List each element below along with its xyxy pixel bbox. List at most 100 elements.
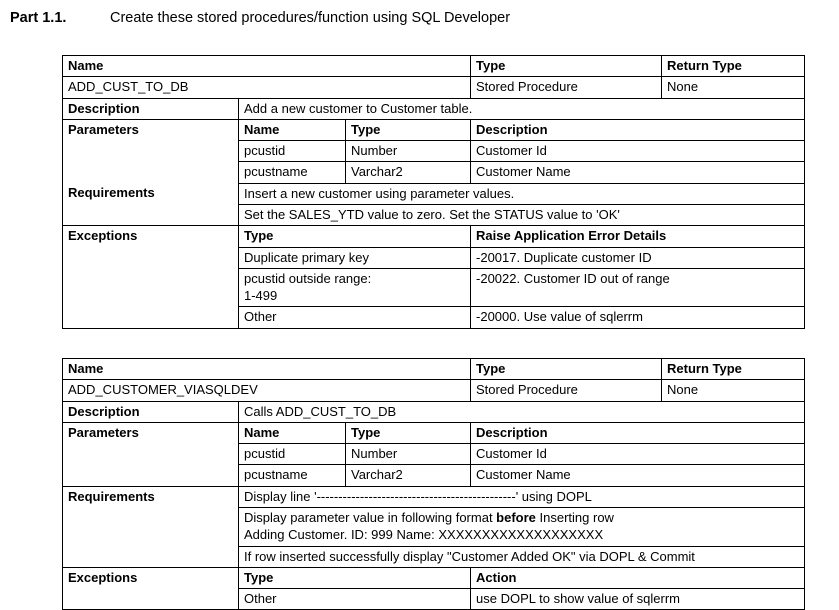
requirements-line: Set the SALES_YTD value to zero. Set the…	[237, 203, 806, 227]
exception-type: Other	[237, 588, 472, 610]
table-row: Description Calls ADD_CUST_TO_DB	[62, 400, 806, 423]
parameters-header-description: Description	[470, 421, 806, 445]
exceptions-header-type: Type	[237, 225, 472, 248]
table-row: Name Type Return Type	[61, 357, 806, 381]
table-row: Requirements Insert a new customer using…	[62, 182, 806, 205]
heading-part-label: Part 1.1.	[10, 10, 67, 26]
exception-type: Duplicate primary key	[237, 246, 472, 269]
table-row: Requirements Display line '-------------…	[62, 485, 806, 508]
header-type-label: Type	[470, 54, 663, 78]
spec-table-add-cust-to-db: Name Type Return Type ADD_CUST_TO_DB Sto…	[61, 54, 806, 329]
exception-action: -20022. Customer ID out of range	[470, 267, 806, 308]
header-return-type-label: Return Type	[661, 54, 806, 78]
header-return-type-label: Return Type	[661, 357, 806, 381]
table-row: pcustname Varchar2 Customer Name	[62, 161, 806, 184]
parameters-header-type: Type	[344, 118, 472, 142]
parameter-type: Number	[344, 140, 472, 163]
requirements-line-example: Adding Customer. ID: 999 Name: XXXXXXXXX…	[244, 527, 604, 543]
table-row: Name Type Return Type	[61, 54, 806, 78]
parameters-header-description: Description	[470, 118, 806, 142]
exception-type-line2: 1-499	[244, 288, 278, 304]
exceptions-label: Exceptions	[62, 225, 239, 248]
exceptions-label-spacer	[62, 306, 239, 329]
header-type-label: Type	[470, 357, 663, 381]
requirements-label-spacer	[62, 507, 239, 547]
exceptions-header-action: Raise Application Error Details	[470, 225, 806, 248]
requirements-line-format: Display parameter value in following for…	[244, 509, 799, 526]
parameters-label: Parameters	[62, 118, 239, 141]
table-row: Other use DOPL to show value of sqlerrm	[62, 588, 806, 610]
requirements-text-emphasis: before	[496, 509, 536, 525]
requirements-label: Requirements	[62, 485, 239, 508]
table-row: Display parameter value in following for…	[62, 506, 806, 547]
page-title: Create these stored procedures/function …	[110, 10, 511, 26]
parameter-description: Customer Id	[470, 140, 806, 163]
requirements-text-post: Inserting row	[535, 509, 614, 525]
requirements-label-spacer	[62, 546, 239, 568]
page-heading: Part 1.1. Create these stored procedures…	[10, 10, 830, 34]
table-row: If row inserted successfully display "Cu…	[62, 545, 806, 568]
requirements-line: If row inserted successfully display "Cu…	[237, 545, 806, 568]
summary-type-value: Stored Procedure	[470, 76, 663, 99]
requirements-line: Display parameter value in following for…	[237, 506, 806, 547]
parameters-label-spacer	[62, 464, 239, 487]
exceptions-label-spacer	[62, 268, 239, 307]
spec-table-add-customer-viasqldev: Name Type Return Type ADD_CUSTOMER_VIASQ…	[61, 357, 806, 610]
exception-action: use DOPL to show value of sqlerrm	[470, 588, 806, 610]
parameters-label-spacer	[62, 140, 239, 162]
table-row: Duplicate primary key -20017. Duplicate …	[62, 246, 806, 269]
table-row: Other -20000. Use value of sqlerrm	[62, 306, 806, 329]
parameters-header-name: Name	[238, 421, 346, 445]
table-row: pcustid Number Customer Id	[62, 443, 806, 466]
requirements-line: Display line '--------------------------…	[237, 485, 806, 508]
parameter-type: Number	[344, 443, 472, 466]
requirements-text-pre: Display parameter value in following for…	[244, 509, 497, 525]
parameters-label-spacer	[62, 161, 239, 184]
table-row: Exceptions Type Raise Application Error …	[62, 225, 806, 248]
parameters-label: Parameters	[62, 421, 239, 444]
parameter-name: pcustid	[238, 443, 346, 466]
parameter-name: pcustname	[238, 464, 346, 487]
summary-return-type-value: None	[661, 76, 806, 99]
table-row: Parameters Name Type Description	[62, 421, 806, 445]
requirements-label-spacer	[62, 204, 239, 227]
description-value: Calls ADD_CUST_TO_DB	[237, 400, 806, 423]
table-row: Exceptions Type Action	[62, 566, 806, 590]
exceptions-header-type: Type	[237, 566, 472, 590]
table-row: pcustid Number Customer Id	[62, 140, 806, 163]
table-row: ADD_CUSTOMER_VIASQLDEV Stored Procedure …	[61, 379, 806, 402]
description-label: Description	[62, 97, 239, 120]
table-row: Description Add a new customer to Custom…	[62, 97, 806, 120]
requirements-line: Insert a new customer using parameter va…	[237, 182, 806, 205]
parameters-label-spacer	[62, 443, 239, 465]
exceptions-header-action: Action	[470, 566, 806, 590]
summary-name-value: ADD_CUST_TO_DB	[61, 76, 472, 99]
exception-type-line1: pcustid outside range:	[244, 270, 372, 286]
table-row: pcustid outside range: 1-499 -20022. Cus…	[62, 267, 806, 308]
parameter-type: Varchar2	[344, 464, 472, 487]
parameter-description: Customer Name	[470, 161, 806, 184]
exception-type: pcustid outside range: 1-499	[237, 267, 472, 308]
description-value: Add a new customer to Customer table.	[237, 97, 806, 120]
header-name-label: Name	[61, 54, 472, 78]
parameter-description: Customer Name	[470, 464, 806, 487]
exception-action: -20000. Use value of sqlerrm	[470, 306, 806, 329]
exception-action: -20017. Duplicate customer ID	[470, 246, 806, 269]
summary-return-type-value: None	[661, 379, 806, 402]
summary-name-value: ADD_CUSTOMER_VIASQLDEV	[61, 379, 472, 402]
parameter-name: pcustid	[238, 140, 346, 163]
exceptions-label: Exceptions	[62, 566, 239, 589]
exception-type: Other	[237, 306, 472, 329]
table-row: pcustname Varchar2 Customer Name	[62, 464, 806, 487]
header-name-label: Name	[61, 357, 472, 381]
exceptions-label-spacer	[62, 247, 239, 269]
description-label: Description	[62, 400, 239, 423]
table-row: ADD_CUST_TO_DB Stored Procedure None	[61, 76, 806, 99]
table-row: Set the SALES_YTD value to zero. Set the…	[62, 203, 806, 227]
exceptions-label-spacer	[62, 588, 239, 610]
parameters-header-name: Name	[238, 118, 346, 142]
parameter-description: Customer Id	[470, 443, 806, 466]
table-row: Parameters Name Type Description	[62, 118, 806, 142]
summary-type-value: Stored Procedure	[470, 379, 663, 402]
